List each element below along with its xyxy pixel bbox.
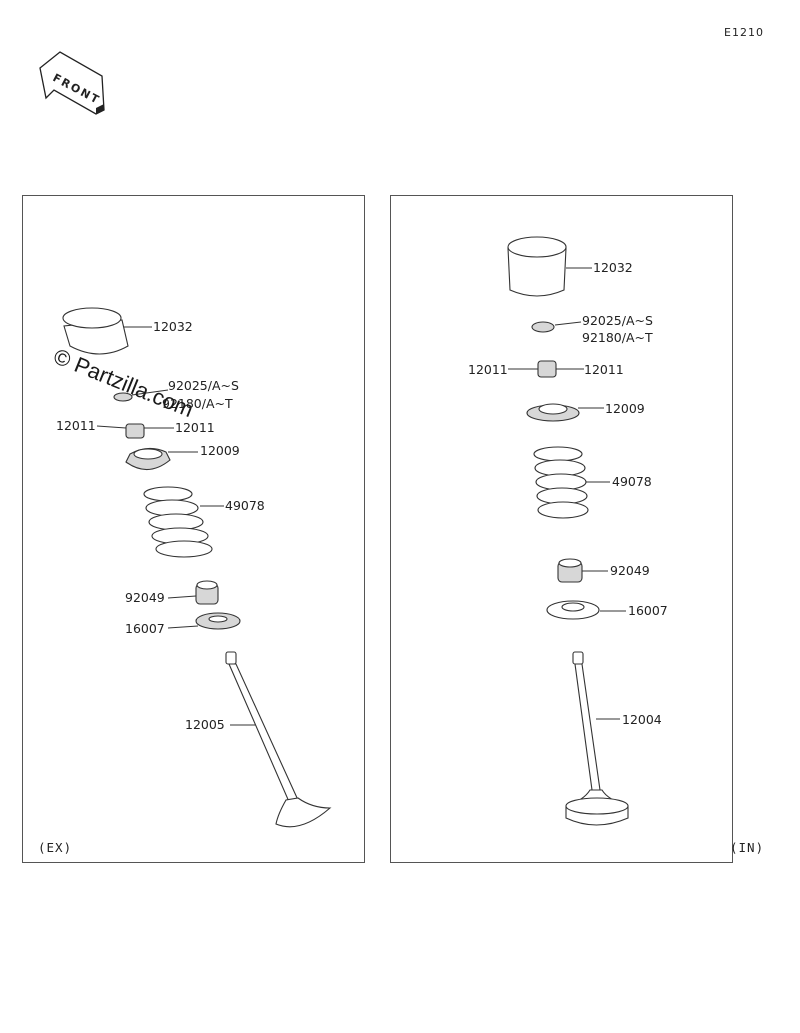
in-tappet: [507, 236, 567, 297]
ex-label-valve: 12005: [185, 717, 225, 732]
ex-cotter: [125, 423, 145, 439]
ex-label-seal: 92049: [125, 590, 165, 605]
in-retainer: [526, 403, 580, 422]
in-panel-tag: (IN): [730, 840, 764, 855]
in-label-seat: 16007: [628, 603, 668, 618]
ex-label-shim-b: 92180/A~T: [162, 396, 233, 411]
ex-spring: [143, 486, 213, 558]
front-arrow-icon: FRONT: [39, 51, 105, 115]
in-spring: [533, 446, 589, 519]
ex-label-retainer: 12009: [200, 443, 240, 458]
ex-retainer: [125, 447, 171, 471]
ex-shim: [113, 392, 133, 402]
ex-label-shim-a: 92025/A~S: [168, 378, 239, 393]
ex-label-cotter-left: 12011: [56, 418, 96, 433]
ex-stem-seal: [195, 580, 219, 605]
intake-panel: [390, 195, 733, 863]
ex-tappet: [62, 307, 129, 355]
ex-label-seat: 16007: [125, 621, 165, 636]
ex-label-cotter-right: 12011: [175, 420, 215, 435]
in-label-spring: 49078: [612, 474, 652, 489]
in-label-retainer: 12009: [605, 401, 645, 416]
in-valve: [565, 651, 629, 826]
in-label-seal: 92049: [610, 563, 650, 578]
in-label-cotter-left: 12011: [468, 362, 508, 377]
in-spring-seat: [546, 600, 600, 620]
exhaust-panel: [22, 195, 365, 863]
ex-label-tappet: 12032: [153, 319, 193, 334]
ex-spring-seat: [195, 612, 241, 630]
in-label-tappet: 12032: [593, 260, 633, 275]
in-cotter: [537, 360, 557, 378]
in-label-shim-b: 92180/A~T: [582, 330, 653, 345]
in-label-shim-a: 92025/A~S: [582, 313, 653, 328]
in-shim: [531, 321, 555, 333]
ex-valve: [225, 651, 332, 828]
ex-panel-tag: (EX): [38, 840, 72, 855]
diagram-code: E1210: [724, 26, 764, 39]
in-label-cotter-right: 12011: [584, 362, 624, 377]
in-stem-seal: [557, 558, 583, 583]
in-label-valve: 12004: [622, 712, 662, 727]
ex-label-spring: 49078: [225, 498, 265, 513]
